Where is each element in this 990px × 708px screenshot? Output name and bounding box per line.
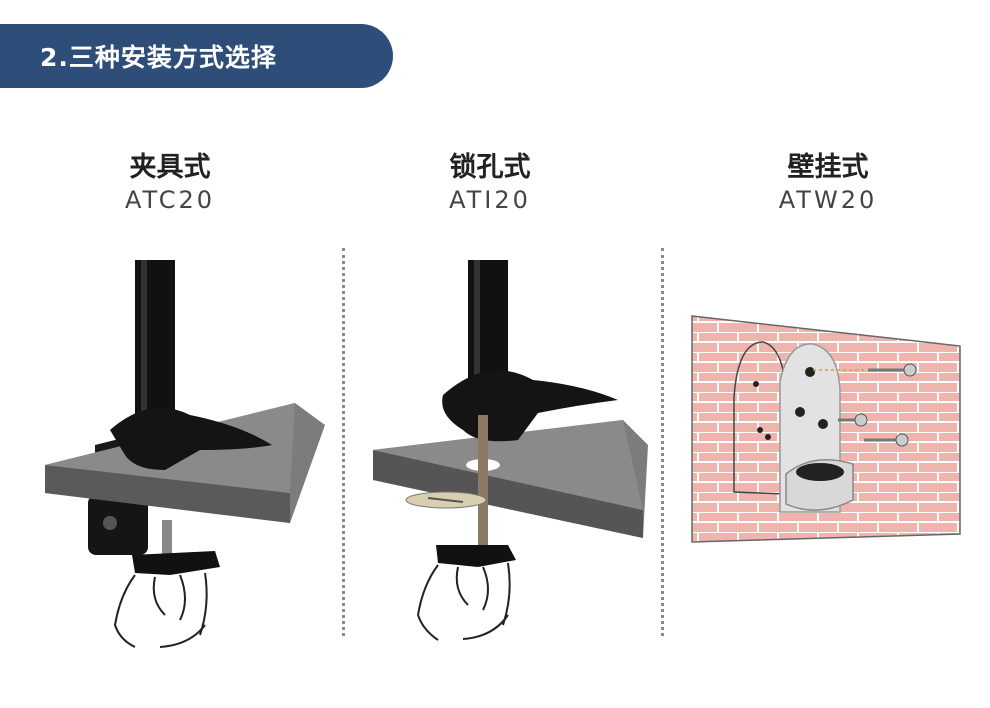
option-grommet-title: 锁孔式 [449,152,531,183]
wall-mount-illustration [691,315,961,543]
hand-icon [113,572,208,648]
option-grommet-model: ATI20 [449,186,531,214]
option-clamp-model: ATC20 [124,186,216,214]
column-divider-2 [661,248,664,636]
clamp-mount-illustration [45,260,325,648]
hand-icon [416,562,511,641]
grommet-mount-illustration [373,260,648,641]
section-header-banner: 2.三种安装方式选择 [0,24,393,88]
option-wall-model: ATW20 [778,186,878,214]
option-clamp-title: 夹具式 [129,152,211,183]
option-wall-title: 壁挂式 [787,152,869,183]
section-title: 2.三种安装方式选择 [40,43,277,72]
column-divider-1 [342,248,345,636]
